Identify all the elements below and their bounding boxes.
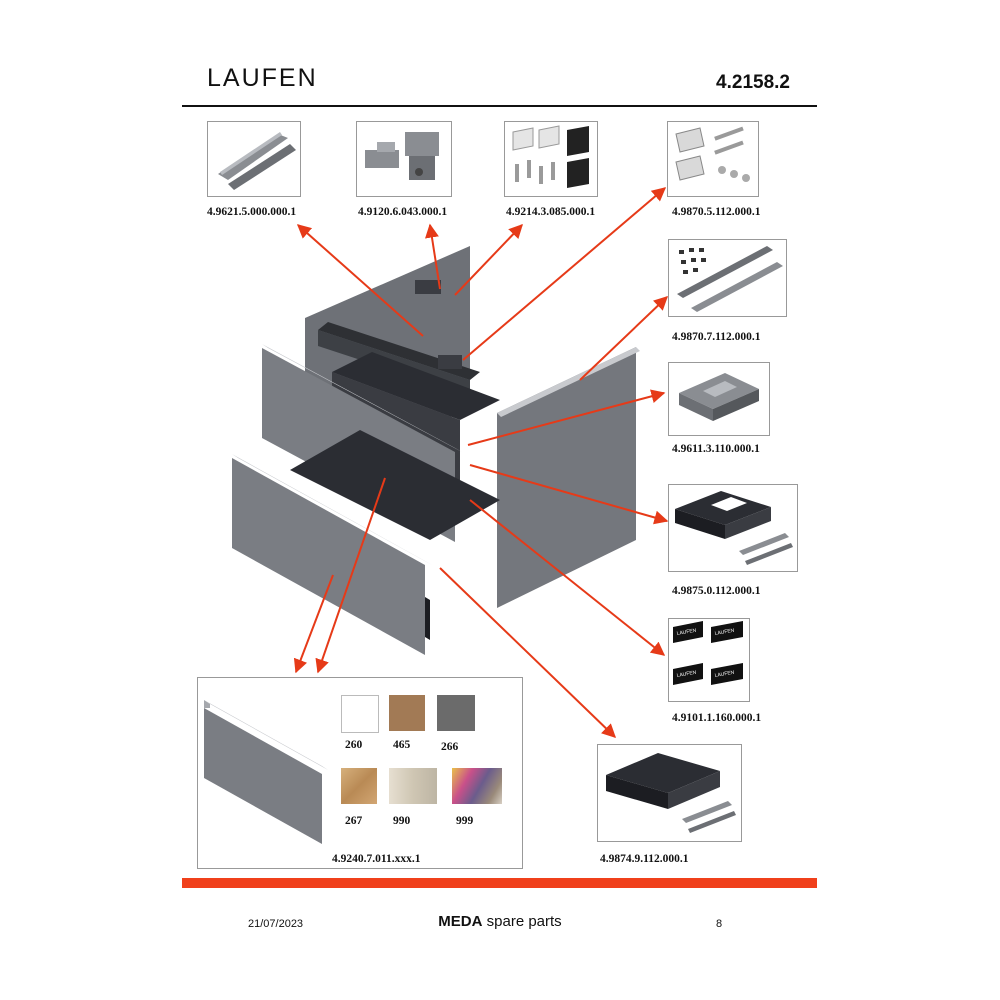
part-image-drawer-u-shape — [668, 484, 798, 572]
finish-code-990: 990 — [393, 815, 411, 827]
drawer-full-illustration — [606, 753, 736, 833]
finish-code-266: 266 — [441, 741, 459, 753]
part-code-fixing-kit: 4.9214.3.085.000.1 — [506, 206, 596, 218]
logo-plates-illustration: LAUFEN LAUFEN LAUFEN LAUFEN — [673, 621, 743, 685]
logo-plate-text: LAUFEN — [676, 670, 697, 679]
front-panel-illustration — [204, 700, 328, 844]
part-image-rails — [207, 121, 301, 197]
logo-plate-text: LAUFEN — [714, 670, 735, 679]
document-number: 4.2158.2 — [716, 72, 790, 93]
part-code-profile-strips: 4.9870.7.112.000.1 — [672, 331, 761, 343]
finish-code-999: 999 — [456, 815, 474, 827]
rails-illustration — [218, 132, 296, 190]
part-code-bracket-kit: 4.9870.5.112.000.1 — [672, 206, 761, 218]
part-code-logo-plates: 4.9101.1.160.000.1 — [672, 712, 762, 724]
profile-strips-illustration — [677, 246, 783, 312]
finish-code-267: 267 — [345, 815, 363, 827]
footer-product: MEDA — [438, 913, 483, 930]
footer-date: 21/07/2023 — [248, 918, 304, 930]
finish-swatch-990 — [389, 768, 437, 804]
finish-swatch-260 — [341, 695, 379, 733]
part-image-hinges — [356, 121, 452, 197]
part-image-logo-plates: LAUFEN LAUFEN LAUFEN LAUFEN — [668, 618, 750, 702]
hinges-illustration — [365, 132, 439, 180]
drawer-u-shape-illustration — [675, 491, 793, 565]
finish-swatch-465 — [389, 695, 425, 731]
lower-drawer-front — [232, 458, 425, 655]
finish-swatch-267 — [341, 768, 377, 804]
finish-swatch-999 — [452, 768, 502, 804]
header-rule — [182, 105, 817, 107]
bracket-kit-illustration — [675, 126, 750, 182]
finish-code-260: 260 — [345, 739, 363, 751]
part-image-fixing-kit — [504, 121, 598, 197]
part-code-drawer-u-shape: 4.9875.0.112.000.1 — [672, 585, 761, 597]
brand-name: LAUFEN — [207, 64, 318, 92]
part-code-hinges: 4.9120.6.043.000.1 — [358, 206, 448, 218]
fixing-kit-illustration — [512, 125, 589, 188]
logo-plate-text: LAUFEN — [676, 628, 697, 637]
cabinet-side-panel — [497, 347, 636, 608]
brand-logo: LAUFEN — [207, 64, 318, 93]
part-code-drawer-insert-small: 4.9611.3.110.000.1 — [672, 443, 760, 455]
footer-page-number: 8 — [716, 918, 723, 930]
finish-swatch-266 — [437, 695, 475, 731]
finish-code-465: 465 — [393, 739, 411, 751]
logo-plate-text: LAUFEN — [714, 628, 735, 637]
footer-accent-bar — [182, 878, 817, 888]
part-image-bracket-kit — [667, 121, 759, 197]
part-code-front-panel: 4.9240.7.011.xxx.1 — [332, 853, 421, 865]
footer-title: MEDA spare parts — [380, 913, 620, 930]
footer-title-suffix: spare parts — [486, 913, 562, 930]
drawer-insert-small-illustration — [679, 373, 759, 421]
part-code-drawer-full: 4.9874.9.112.000.1 — [600, 853, 689, 865]
part-code-rails: 4.9621.5.000.000.1 — [207, 206, 297, 218]
part-image-drawer-insert-small — [668, 362, 770, 436]
part-image-profile-strips — [668, 239, 787, 317]
part-image-drawer-full — [597, 744, 742, 842]
